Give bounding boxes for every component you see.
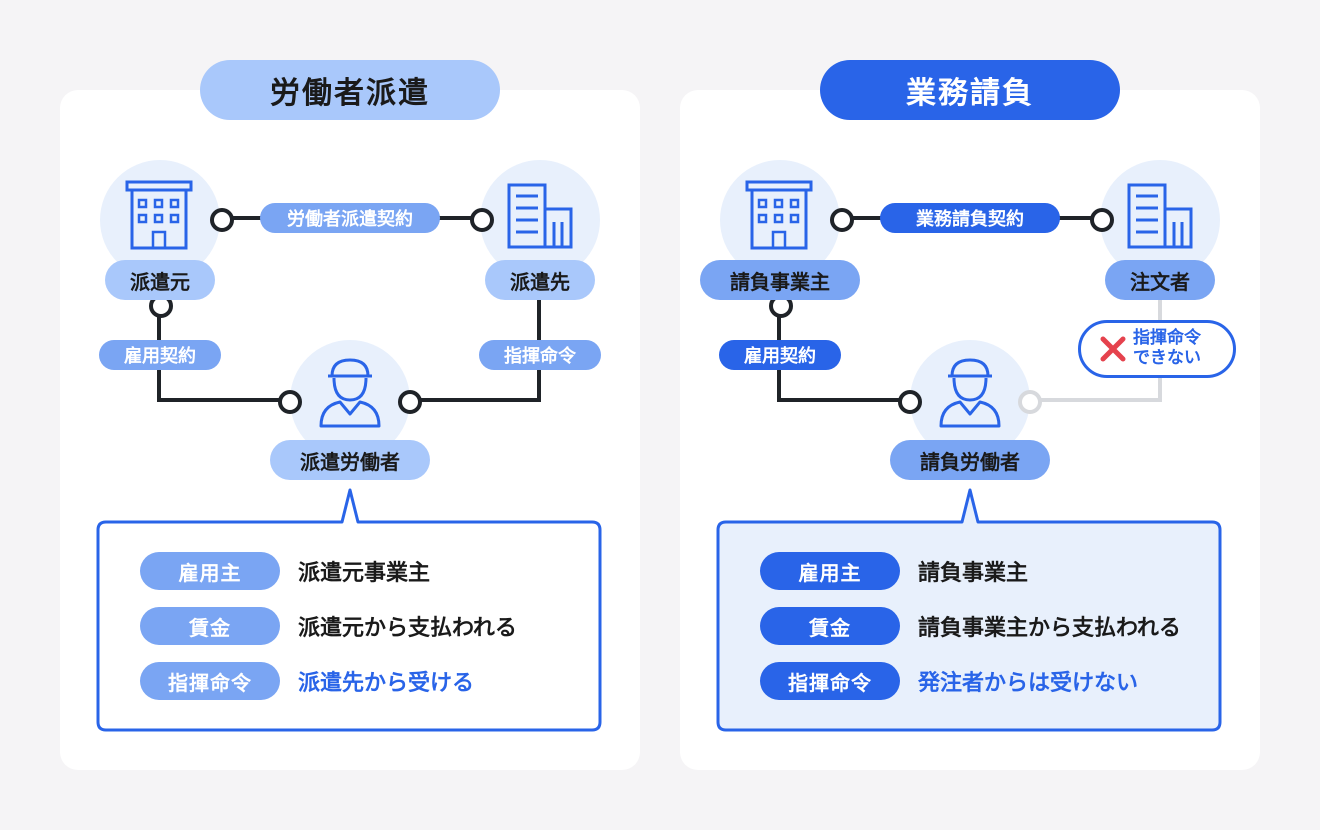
cross-icon bbox=[1100, 336, 1126, 362]
orderer-label: 注文者 bbox=[1105, 260, 1215, 300]
info-label: 賃金 bbox=[760, 607, 900, 645]
dispatch-panel: 労働者派遣 bbox=[60, 60, 640, 770]
left-employment-line-bottom bbox=[157, 398, 281, 402]
info-row-employer: 雇用主 請負事業主 bbox=[760, 552, 1028, 590]
contractor-dot bbox=[830, 208, 854, 232]
info-label: 雇用主 bbox=[140, 552, 280, 590]
worker-right-dot-disabled bbox=[1018, 390, 1042, 414]
contract-panel: 業務請負 bbox=[680, 60, 1260, 770]
info-label: 雇用主 bbox=[760, 552, 900, 590]
dispatch-title: 労働者派遣 bbox=[200, 60, 500, 120]
worker-icon bbox=[319, 358, 381, 428]
info-label: 指揮命令 bbox=[760, 662, 900, 700]
client-dot bbox=[470, 208, 494, 232]
info-value: 請負事業主から支払われる bbox=[918, 616, 1181, 641]
client-label: 派遣先 bbox=[485, 260, 595, 300]
info-value: 派遣先から受ける bbox=[298, 671, 475, 696]
info-row-wage: 賃金 請負事業主から支払われる bbox=[760, 607, 1181, 645]
command-label: 指揮命令 bbox=[479, 340, 601, 370]
employment-contract-label: 雇用契約 bbox=[719, 340, 841, 370]
disabled-command-line-bottom bbox=[1038, 398, 1162, 402]
no-command-badge: 指揮命令 できない bbox=[1078, 320, 1236, 378]
contract-title: 業務請負 bbox=[820, 60, 1120, 120]
info-row-wage: 賃金 派遣元から支払われる bbox=[140, 607, 517, 645]
info-label: 指揮命令 bbox=[140, 662, 280, 700]
info-label: 賃金 bbox=[140, 607, 280, 645]
office-building-icon bbox=[745, 180, 813, 250]
dispatcher-label: 派遣元 bbox=[105, 260, 215, 300]
office-building-icon bbox=[125, 180, 193, 250]
info-value: 請負事業主 bbox=[918, 561, 1029, 586]
dispatch-contract-label: 労働者派遣契約 bbox=[260, 203, 440, 233]
worker-left-dot bbox=[278, 390, 302, 414]
company-building-icon bbox=[1127, 183, 1193, 249]
info-row-employer: 雇用主 派遣元事業主 bbox=[140, 552, 430, 590]
no-command-text: 指揮命令 できない bbox=[1133, 328, 1201, 368]
dispatcher-dot bbox=[210, 208, 234, 232]
orderer-dot bbox=[1090, 208, 1114, 232]
worker-label: 派遣労働者 bbox=[270, 440, 430, 480]
business-contract-label: 業務請負契約 bbox=[880, 203, 1060, 233]
contractor-label: 請負事業主 bbox=[700, 260, 860, 300]
company-building-icon bbox=[507, 183, 573, 249]
worker-right-dot bbox=[398, 390, 422, 414]
info-row-command: 指揮命令 派遣先から受ける bbox=[140, 662, 474, 700]
info-value: 発注者からは受けない bbox=[918, 671, 1139, 696]
info-row-command: 指揮命令 発注者からは受けない bbox=[760, 662, 1138, 700]
right-command-line-bottom bbox=[418, 398, 541, 402]
employment-contract-label: 雇用契約 bbox=[99, 340, 221, 370]
info-value: 派遣元事業主 bbox=[298, 561, 431, 586]
info-value: 派遣元から支払われる bbox=[298, 616, 517, 641]
worker-icon bbox=[939, 358, 1001, 428]
worker-label: 請負労働者 bbox=[890, 440, 1050, 480]
worker-left-dot bbox=[898, 390, 922, 414]
left-employment-line-bottom bbox=[777, 398, 901, 402]
